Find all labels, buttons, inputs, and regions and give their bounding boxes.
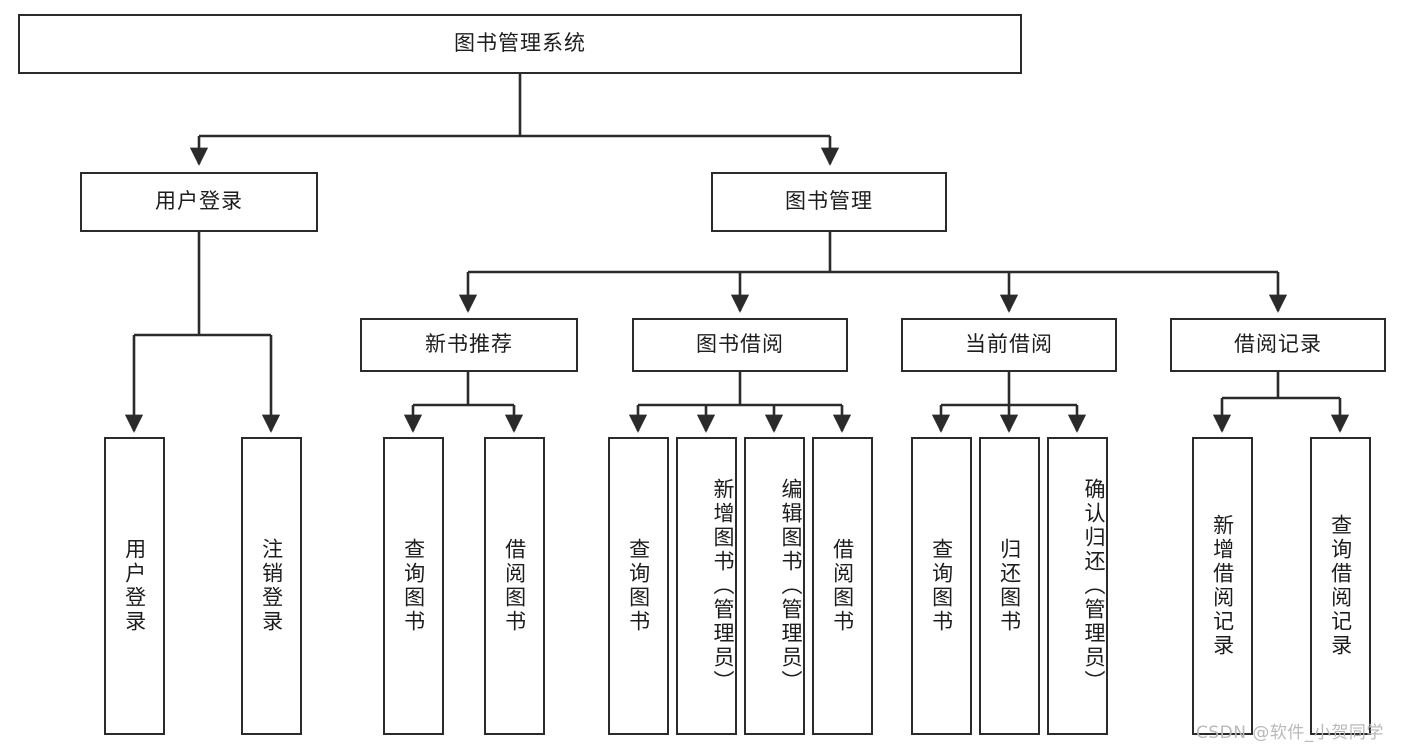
- node-leaf-user-login[interactable]: 用户登录: [104, 437, 165, 735]
- node-leaf-add-record[interactable]: 新增借阅记录: [1192, 437, 1253, 735]
- node-leaf-logout[interactable]: 注销登录: [241, 437, 302, 735]
- node-book-management[interactable]: 图书管理: [711, 172, 947, 232]
- node-leaf-borrow-book-1[interactable]: 借阅图书: [484, 437, 545, 735]
- node-leaf-query-book-3[interactable]: 查询图书: [911, 437, 972, 735]
- csdn-watermark: CSDN @软件_小贺同学: [1196, 723, 1384, 743]
- node-user-login[interactable]: 用户登录: [80, 172, 318, 232]
- node-borrow-record[interactable]: 借阅记录: [1170, 318, 1386, 372]
- node-new-book-recommend[interactable]: 新书推荐: [360, 318, 578, 372]
- node-leaf-borrow-book-2[interactable]: 借阅图书: [812, 437, 873, 735]
- node-leaf-edit-book[interactable]: 编辑图书（管理员）: [744, 437, 805, 735]
- node-leaf-query-book-2[interactable]: 查询图书: [608, 437, 669, 735]
- node-leaf-confirm-return[interactable]: 确认归还（管理员）: [1047, 437, 1108, 735]
- node-leaf-return-book[interactable]: 归还图书: [979, 437, 1040, 735]
- node-book-borrow[interactable]: 图书借阅: [632, 318, 848, 372]
- node-leaf-add-book[interactable]: 新增图书（管理员）: [676, 437, 737, 735]
- node-current-borrow[interactable]: 当前借阅: [901, 318, 1117, 372]
- node-leaf-query-book-1[interactable]: 查询图书: [383, 437, 444, 735]
- node-root[interactable]: 图书管理系统: [18, 14, 1022, 74]
- node-leaf-query-record[interactable]: 查询借阅记录: [1310, 437, 1371, 735]
